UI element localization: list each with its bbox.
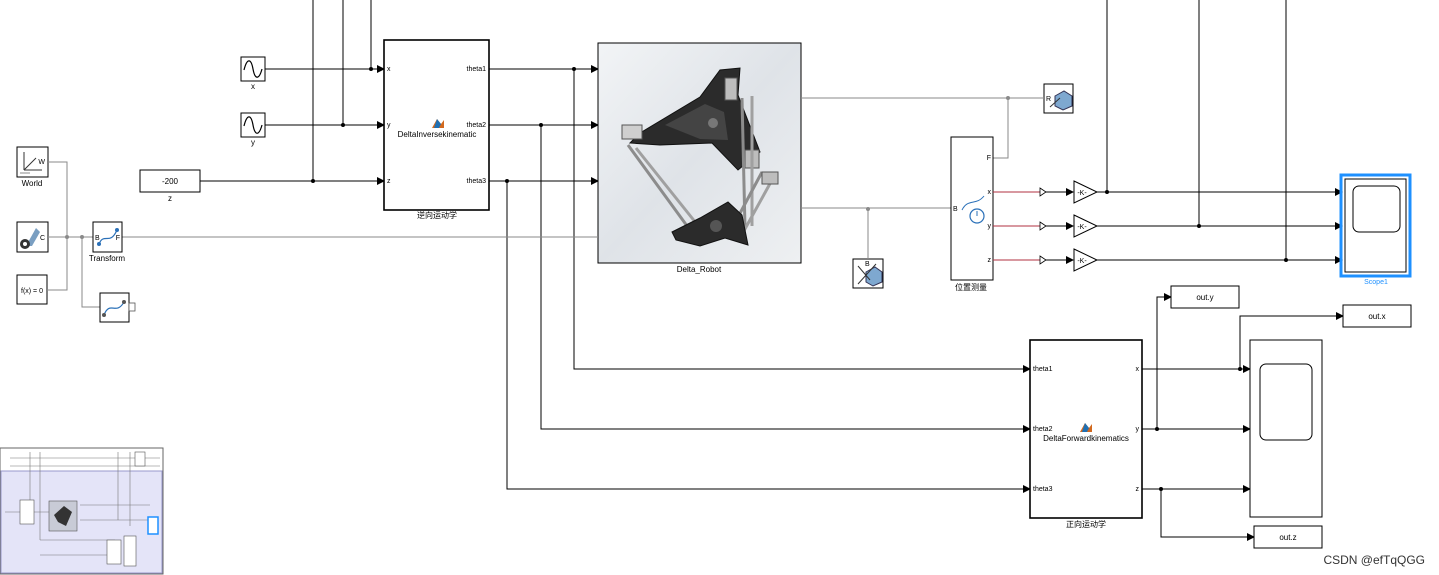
delta-robot-icon (621, 67, 779, 247)
out-z-text: out.z (1279, 533, 1296, 542)
forward-title: DeltaForwardkinematics (1043, 434, 1129, 443)
transform-icon (97, 228, 119, 246)
constant-z-block[interactable]: -200 z (139, 169, 201, 203)
gain-output-wires (1097, 188, 1343, 264)
gain-x-block[interactable]: -K- (1073, 180, 1099, 204)
to-workspace-out-y[interactable]: out.y (1170, 285, 1240, 309)
rigid-transform-block[interactable]: B F Transform (89, 221, 125, 263)
fk-port-theta2: theta2 (1033, 426, 1053, 433)
inverse-title: DeltaInversekinematic (398, 130, 477, 139)
solver-text: f(x) = 0 (21, 288, 43, 295)
gear-icon (20, 228, 40, 249)
world-frame-icon (20, 152, 42, 174)
physical-connections-left (47, 161, 598, 308)
sensor-icon (961, 195, 985, 224)
mechanism-config-block[interactable]: C (16, 221, 49, 253)
physical-connections-right (801, 96, 1044, 259)
sensor-port-f: F (987, 155, 991, 162)
sensor-output-wires (993, 187, 1074, 265)
minimap-selection (147, 516, 159, 535)
transform-port-f: F (116, 235, 120, 242)
world-port: W (38, 159, 45, 166)
gain-text: -K- (1077, 190, 1087, 197)
fk-port-x: x (1136, 366, 1140, 373)
scope-screen (1259, 363, 1313, 441)
gain-text: -K- (1077, 258, 1087, 265)
fk-port-y: y (1136, 426, 1140, 433)
top-feedback-wires (312, 0, 1287, 260)
delta-robot-block[interactable]: Delta_Robot (597, 42, 802, 274)
scope1-block[interactable]: Scope1 (1339, 173, 1412, 286)
constant-value: -200 (162, 177, 179, 186)
matlab-function-icon (432, 119, 444, 128)
scope2-block[interactable] (1249, 339, 1323, 518)
robot-caption: Delta_Robot (677, 265, 722, 274)
sensor-port-x: x (988, 189, 992, 196)
sine-wave-y-block[interactable]: y (240, 112, 266, 147)
port-theta3: theta3 (467, 178, 487, 185)
transform-port-b: B (95, 235, 100, 242)
forward-kinematics-block[interactable]: theta1 theta2 theta3 x y z DeltaForwardk… (1029, 339, 1143, 529)
forward-caption: 正向运动学 (1066, 519, 1106, 529)
scope-screen (1352, 185, 1401, 233)
out-y-text: out.y (1196, 293, 1213, 302)
spline-icon (102, 300, 126, 317)
model-overview-minimap[interactable] (0, 447, 164, 575)
port-theta2: theta2 (467, 122, 487, 129)
transform-sensor-block[interactable]: B F x y z 位置测量 (950, 136, 994, 292)
transform-caption: Transform (89, 254, 125, 263)
solver-config-block[interactable]: f(x) = 0 (16, 274, 48, 305)
solver-port: C (40, 235, 45, 242)
gain-y-block[interactable]: -K- (1073, 214, 1099, 238)
to-workspace-out-z[interactable]: out.z (1253, 525, 1323, 549)
port-z: z (387, 178, 391, 185)
inverse-caption: 逆向运动学 (417, 210, 457, 220)
sine-x-label: x (251, 82, 255, 91)
fk-port-theta3: theta3 (1033, 486, 1053, 493)
out-x-text: out.x (1368, 312, 1385, 321)
port-x: x (387, 66, 391, 73)
theta-wires (489, 65, 1031, 493)
port-theta1: theta1 (467, 66, 487, 73)
ref-b-port: B (865, 261, 870, 268)
inverse-input-wires (200, 65, 385, 185)
scope1-caption: Scope1 (1364, 279, 1388, 286)
spline-block[interactable] (99, 292, 136, 323)
gain-text: -K- (1077, 224, 1087, 231)
constant-label: z (168, 194, 172, 203)
to-workspace-out-x[interactable]: out.x (1342, 304, 1412, 328)
inverse-kinematics-block[interactable]: x y z theta1 theta2 theta3 DeltaInversek… (383, 39, 490, 220)
frame-cube-icon (857, 263, 883, 287)
world-caption: World (22, 179, 43, 188)
sensor-port-b: B (953, 206, 958, 213)
ref-r-port: R (1046, 96, 1051, 103)
matlab-function-icon (1080, 423, 1092, 432)
sensor-port-y: y (988, 223, 992, 230)
reference-frame-r-block[interactable]: R (1043, 83, 1074, 114)
sine-wave-x-block[interactable]: x (240, 56, 266, 91)
sensor-caption: 位置测量 (955, 282, 987, 292)
fk-port-z: z (1136, 486, 1140, 493)
forward-output-wires (1142, 293, 1344, 541)
world-frame-block[interactable]: W World (16, 146, 49, 188)
gain-z-block[interactable]: -K- (1073, 248, 1099, 272)
port-y: y (387, 122, 391, 129)
reference-frame-b-block[interactable]: B (852, 258, 884, 289)
fk-port-theta1: theta1 (1033, 366, 1053, 373)
sine-y-label: y (251, 138, 255, 147)
watermark: CSDN @efTqQGG (1323, 553, 1425, 567)
sensor-port-z: z (988, 257, 992, 264)
minimap-robot-shape (54, 506, 72, 526)
frame-cube-icon (1049, 90, 1073, 111)
sine-icon (243, 60, 263, 78)
sine-icon (243, 116, 263, 134)
